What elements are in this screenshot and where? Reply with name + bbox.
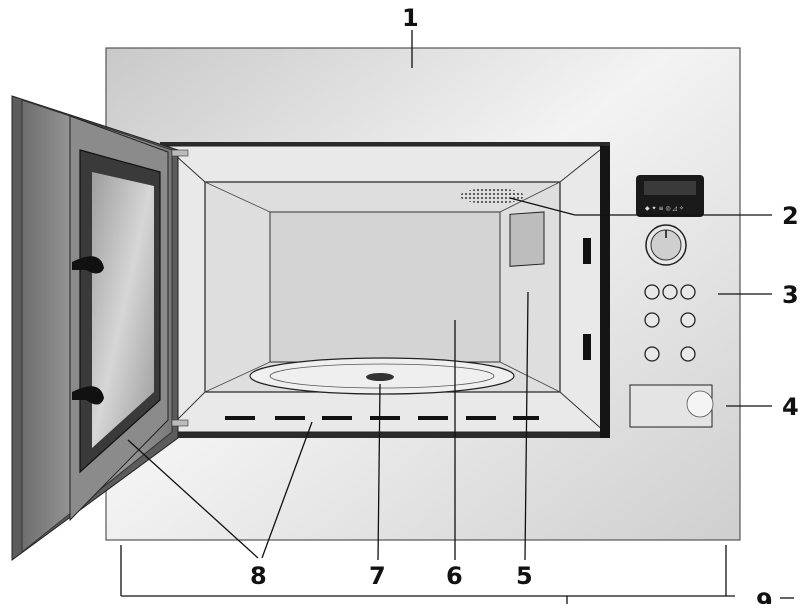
callout-1: 1 — [402, 4, 419, 32]
callout-2: 2 — [782, 202, 799, 230]
panel-button — [662, 284, 678, 300]
door-latch-slot-upper — [583, 238, 591, 264]
door-hinge-upper — [72, 256, 104, 274]
callout-3: 3 — [782, 281, 799, 309]
panel-button — [680, 346, 696, 362]
callout-7: 7 — [369, 562, 386, 590]
panel-button — [644, 312, 660, 328]
control-panel: ◆ ✦ ≡ ◎ ◿ ✧ — [629, 175, 714, 428]
door-hinge-lower — [72, 386, 104, 405]
door-release-button — [686, 390, 714, 418]
door-window-glass — [92, 172, 154, 448]
turntable-hub — [366, 373, 394, 381]
display-symbols: ◆ ✦ ≡ ◎ ◿ ✧ — [645, 205, 684, 212]
callout-labels: 1 2 3 4 5 6 7 8 9 — [250, 4, 799, 609]
callout-6: 6 — [446, 562, 463, 590]
callout-8: 8 — [250, 562, 267, 590]
callout-5: 5 — [516, 562, 533, 590]
waveguide-cover — [509, 211, 545, 267]
panel-button — [644, 346, 660, 362]
oven-door — [11, 95, 189, 561]
panel-button — [680, 312, 696, 328]
panel-button — [680, 284, 696, 300]
grill-vent — [460, 188, 524, 204]
leader-lines — [120, 30, 794, 604]
callout-9: 9 — [756, 588, 773, 604]
oven-cavity — [160, 142, 610, 438]
door-latch-slot-lower — [583, 334, 591, 360]
callout-4: 4 — [782, 393, 799, 421]
panel-button — [644, 284, 660, 300]
